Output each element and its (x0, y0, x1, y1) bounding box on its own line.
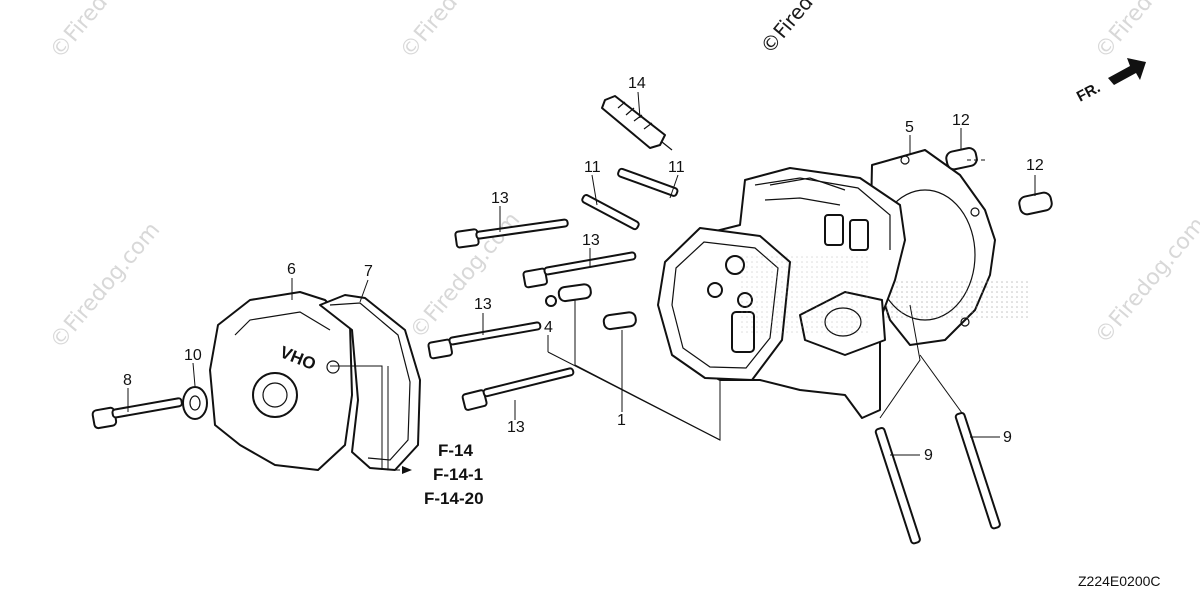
callout-11a: 11 (584, 159, 601, 176)
watermark-2: ©Firedog.com (395, 0, 515, 64)
callout-1: 1 (617, 412, 626, 429)
callout-12a: 12 (952, 112, 970, 129)
head-cover: OHV (209, 291, 353, 471)
callout-14: 14 (628, 75, 646, 92)
reference-f-14-20[interactable]: F-14-20 (424, 489, 484, 508)
callout-13b: 13 (582, 232, 600, 249)
reference-f-14[interactable]: F-14 (438, 441, 474, 460)
leader-lines (127, 91, 1036, 474)
callout-13d: 13 (507, 419, 525, 436)
callout-9a: 9 (924, 447, 933, 464)
dowel-pins (545, 147, 1053, 331)
callout-7: 7 (364, 263, 373, 280)
callout-10: 10 (184, 347, 202, 364)
callout-11b: 11 (668, 159, 685, 176)
watermark-7: ©Firedog.com (1090, 213, 1200, 349)
watermark-3: ©Firedog.com (1090, 0, 1200, 64)
callout-13a: 13 (491, 190, 509, 207)
cylinder-head (657, 167, 906, 419)
watermark-dark: ©Firedog (755, 0, 833, 58)
watermark-4: ©Firedog.com (45, 218, 165, 354)
washer-10 (182, 386, 208, 420)
studs-9 (874, 411, 1001, 545)
callout-12b: 12 (1026, 157, 1044, 174)
reference-f-14-1[interactable]: F-14-1 (433, 465, 483, 484)
bolt-8 (91, 397, 183, 430)
reference-list: F-14 F-14-1 F-14-20 (424, 441, 484, 508)
callout-9b: 9 (1003, 429, 1012, 446)
spark-plug (601, 95, 673, 151)
callout-13c: 13 (474, 296, 492, 313)
callout-8: 8 (123, 372, 132, 389)
arrow-right-icon (1108, 58, 1146, 85)
front-direction-arrow: FR. (1074, 58, 1146, 106)
front-label: FR. (1074, 79, 1103, 105)
callout-5: 5 (905, 119, 914, 136)
callout-6: 6 (287, 261, 296, 278)
watermark-1: ©Firedog.com (45, 0, 165, 64)
bolts-13 (427, 218, 637, 411)
callouts: 14 11 11 13 13 5 12 12 6 7 13 4 10 8 13 … (123, 75, 1044, 464)
diagram-code: Z224E0200C (1078, 573, 1161, 589)
callout-4: 4 (544, 319, 553, 336)
